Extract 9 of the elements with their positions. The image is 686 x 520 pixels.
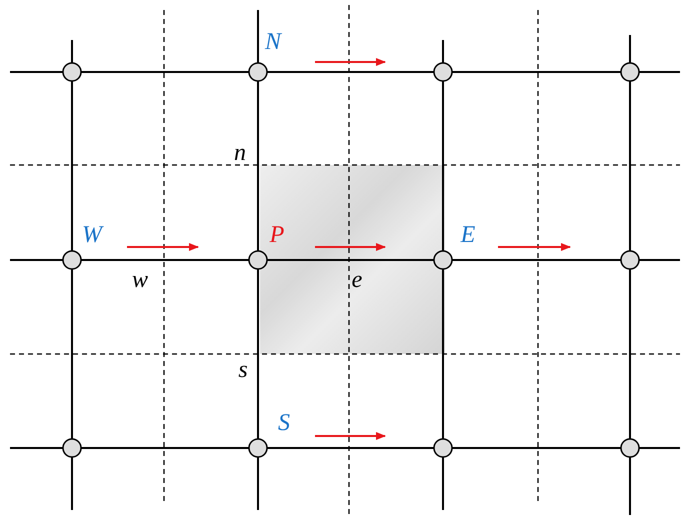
point-label: N: [265, 30, 281, 54]
point-label: P: [270, 223, 284, 247]
point-label: W: [82, 223, 102, 247]
point-label: w: [132, 268, 148, 292]
point-label: S: [278, 411, 290, 435]
point-label: e: [352, 268, 362, 292]
point-label: s: [238, 358, 248, 382]
point-label: E: [460, 223, 476, 247]
point-label: n: [234, 141, 246, 165]
